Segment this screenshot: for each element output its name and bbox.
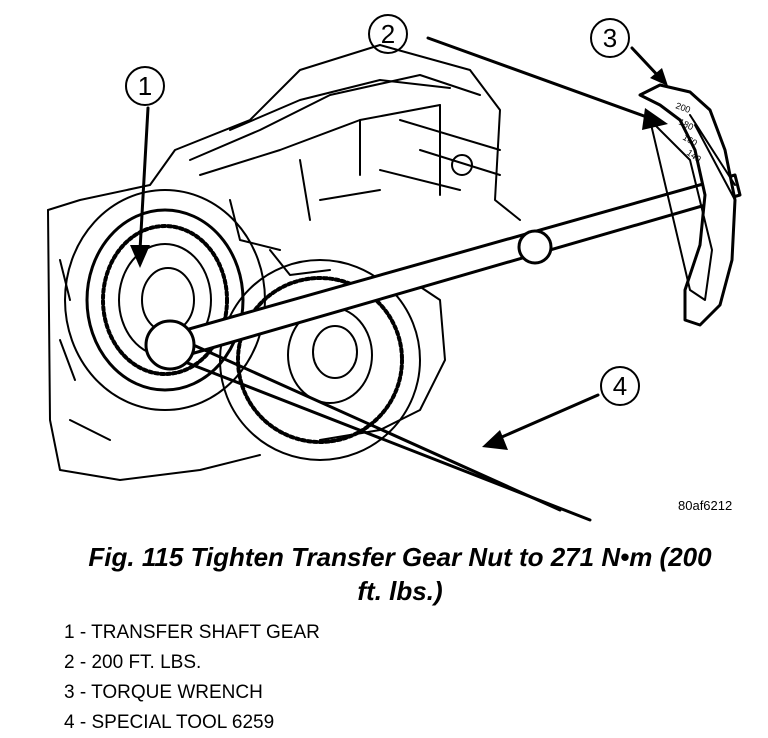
figure-caption: Fig. 115 Tighten Transfer Gear Nut to 27…	[40, 540, 760, 608]
arrowhead-2	[642, 108, 668, 130]
legend-separator: -	[74, 652, 92, 673]
legend-number: 4	[64, 712, 75, 733]
legend-text: 200 FT. LBS.	[91, 652, 202, 673]
legend-item: 3 - TORQUE WRENCH	[64, 678, 320, 708]
legend-text: TRANSFER SHAFT GEAR	[91, 622, 320, 643]
legend-item: 1 - TRANSFER SHAFT GEAR	[64, 618, 320, 648]
legend-number: 2	[64, 652, 75, 673]
arrowhead-1	[130, 245, 150, 268]
leader-1	[138, 106, 150, 252]
legend-number: 3	[64, 682, 75, 703]
legend-number: 1	[64, 622, 75, 643]
leader-4	[493, 393, 600, 442]
callout-circle-2	[368, 14, 408, 54]
legend-text: TORQUE WRENCH	[91, 682, 263, 703]
legend-separator: -	[74, 622, 92, 643]
callout-circle-1	[125, 66, 165, 106]
technical-illustration: 1 2 3 4 200 180 160 140	[47, 14, 742, 522]
callout-label-4: 4	[613, 371, 627, 401]
figure-code: 80af6212	[678, 498, 733, 513]
legend-item: 2 - 200 FT. LBS.	[64, 648, 320, 678]
callout-label-2: 2	[381, 19, 395, 49]
leader-2	[426, 36, 657, 122]
legend-separator: -	[74, 712, 92, 733]
transmission-housing	[47, 44, 521, 481]
caption-line-2: ft. lbs.)	[357, 576, 443, 606]
legend-item: 4 - SPECIAL TOOL 6259	[64, 708, 320, 738]
output-gear	[219, 259, 421, 461]
callout-label-3: 3	[603, 23, 617, 53]
legend-list: 1 - TRANSFER SHAFT GEAR 2 - 200 FT. LBS.…	[64, 618, 320, 738]
callout-circle-4	[600, 366, 640, 406]
callout-circle-3	[590, 18, 630, 58]
special-tool-6259	[144, 173, 742, 522]
legend-separator: -	[74, 682, 92, 703]
scale-tick-label: 200	[674, 100, 692, 115]
callout-label-1: 1	[138, 71, 152, 101]
legend-text: SPECIAL TOOL 6259	[91, 712, 275, 733]
caption-line-1: Fig. 115 Tighten Transfer Gear Nut to 27…	[88, 542, 712, 572]
torque-wrench-dial	[638, 83, 737, 327]
arrowhead-4	[482, 430, 508, 450]
arrowhead-3	[650, 68, 668, 86]
